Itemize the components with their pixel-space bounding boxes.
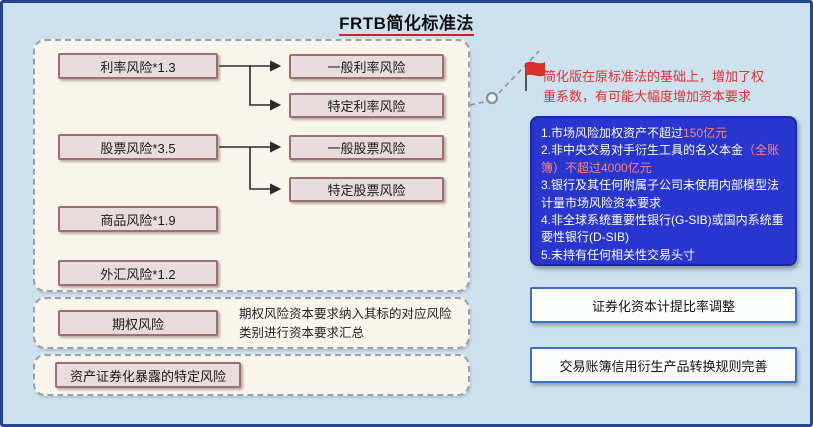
- condition-item: 4.非全球系统重要性银行(G-SIB)或国内系统重要性银行(D-SIB): [541, 212, 784, 245]
- risk-box-commodity: 商品风险*1.9: [58, 206, 218, 232]
- risk-box-equity: 股票风险*3.5: [58, 134, 218, 160]
- risk-box-interest-rate: 利率风险*1.3: [58, 53, 218, 79]
- conditions-list: 1.市场风险加权资产不超过150亿元 2.非中央交易对手衍生工具的名义本金（全账簿…: [541, 125, 786, 264]
- securitization-ratio-box: 证券化资本计提比率调整: [530, 287, 797, 323]
- risk-box-specific-interest-rate: 特定利率风险: [289, 93, 444, 118]
- risk-box-general-interest-rate: 一般利率风险: [289, 54, 444, 79]
- risk-box-option: 期权风险: [58, 310, 218, 336]
- risk-box-securitization: 资产证券化暴露的特定风险: [55, 362, 241, 388]
- credit-derivative-rule-box: 交易账簿信用衍生产品转换规则完善: [530, 347, 797, 383]
- conditions-box: 1.市场风险加权资产不超过150亿元 2.非中央交易对手衍生工具的名义本金（全账簿…: [530, 116, 797, 266]
- risk-box-fx: 外汇风险*1.2: [58, 260, 218, 286]
- page-title-text: FRTB简化标准法: [339, 14, 474, 36]
- circle-marker-icon: [485, 91, 499, 105]
- option-risk-note: 期权风险资本要求纳入其标的对应风险类别进行资本要求汇总: [239, 307, 452, 340]
- leader-dashed-line: [469, 50, 540, 106]
- risk-box-general-equity: 一般股票风险: [289, 135, 444, 160]
- flag-annotation: 简化版在原标准法的基础上，增加了权重系数，有可能大幅度增加资本要求: [543, 69, 765, 104]
- page-title: FRTB简化标准法: [3, 9, 810, 36]
- condition-item: 5.未持有任何相关性交易头寸: [541, 247, 696, 262]
- condition-item: 2.非中央交易对手衍生工具的名义本金（全账簿）不超过4000亿元: [541, 143, 780, 175]
- condition-item: 1.市场风险加权资产不超过150亿元: [541, 126, 728, 140]
- risk-box-specific-equity: 特定股票风险: [289, 177, 444, 202]
- condition-item: 3.银行及其任何附属子公司未使用内部模型法计量市场风险资本要求: [541, 178, 780, 210]
